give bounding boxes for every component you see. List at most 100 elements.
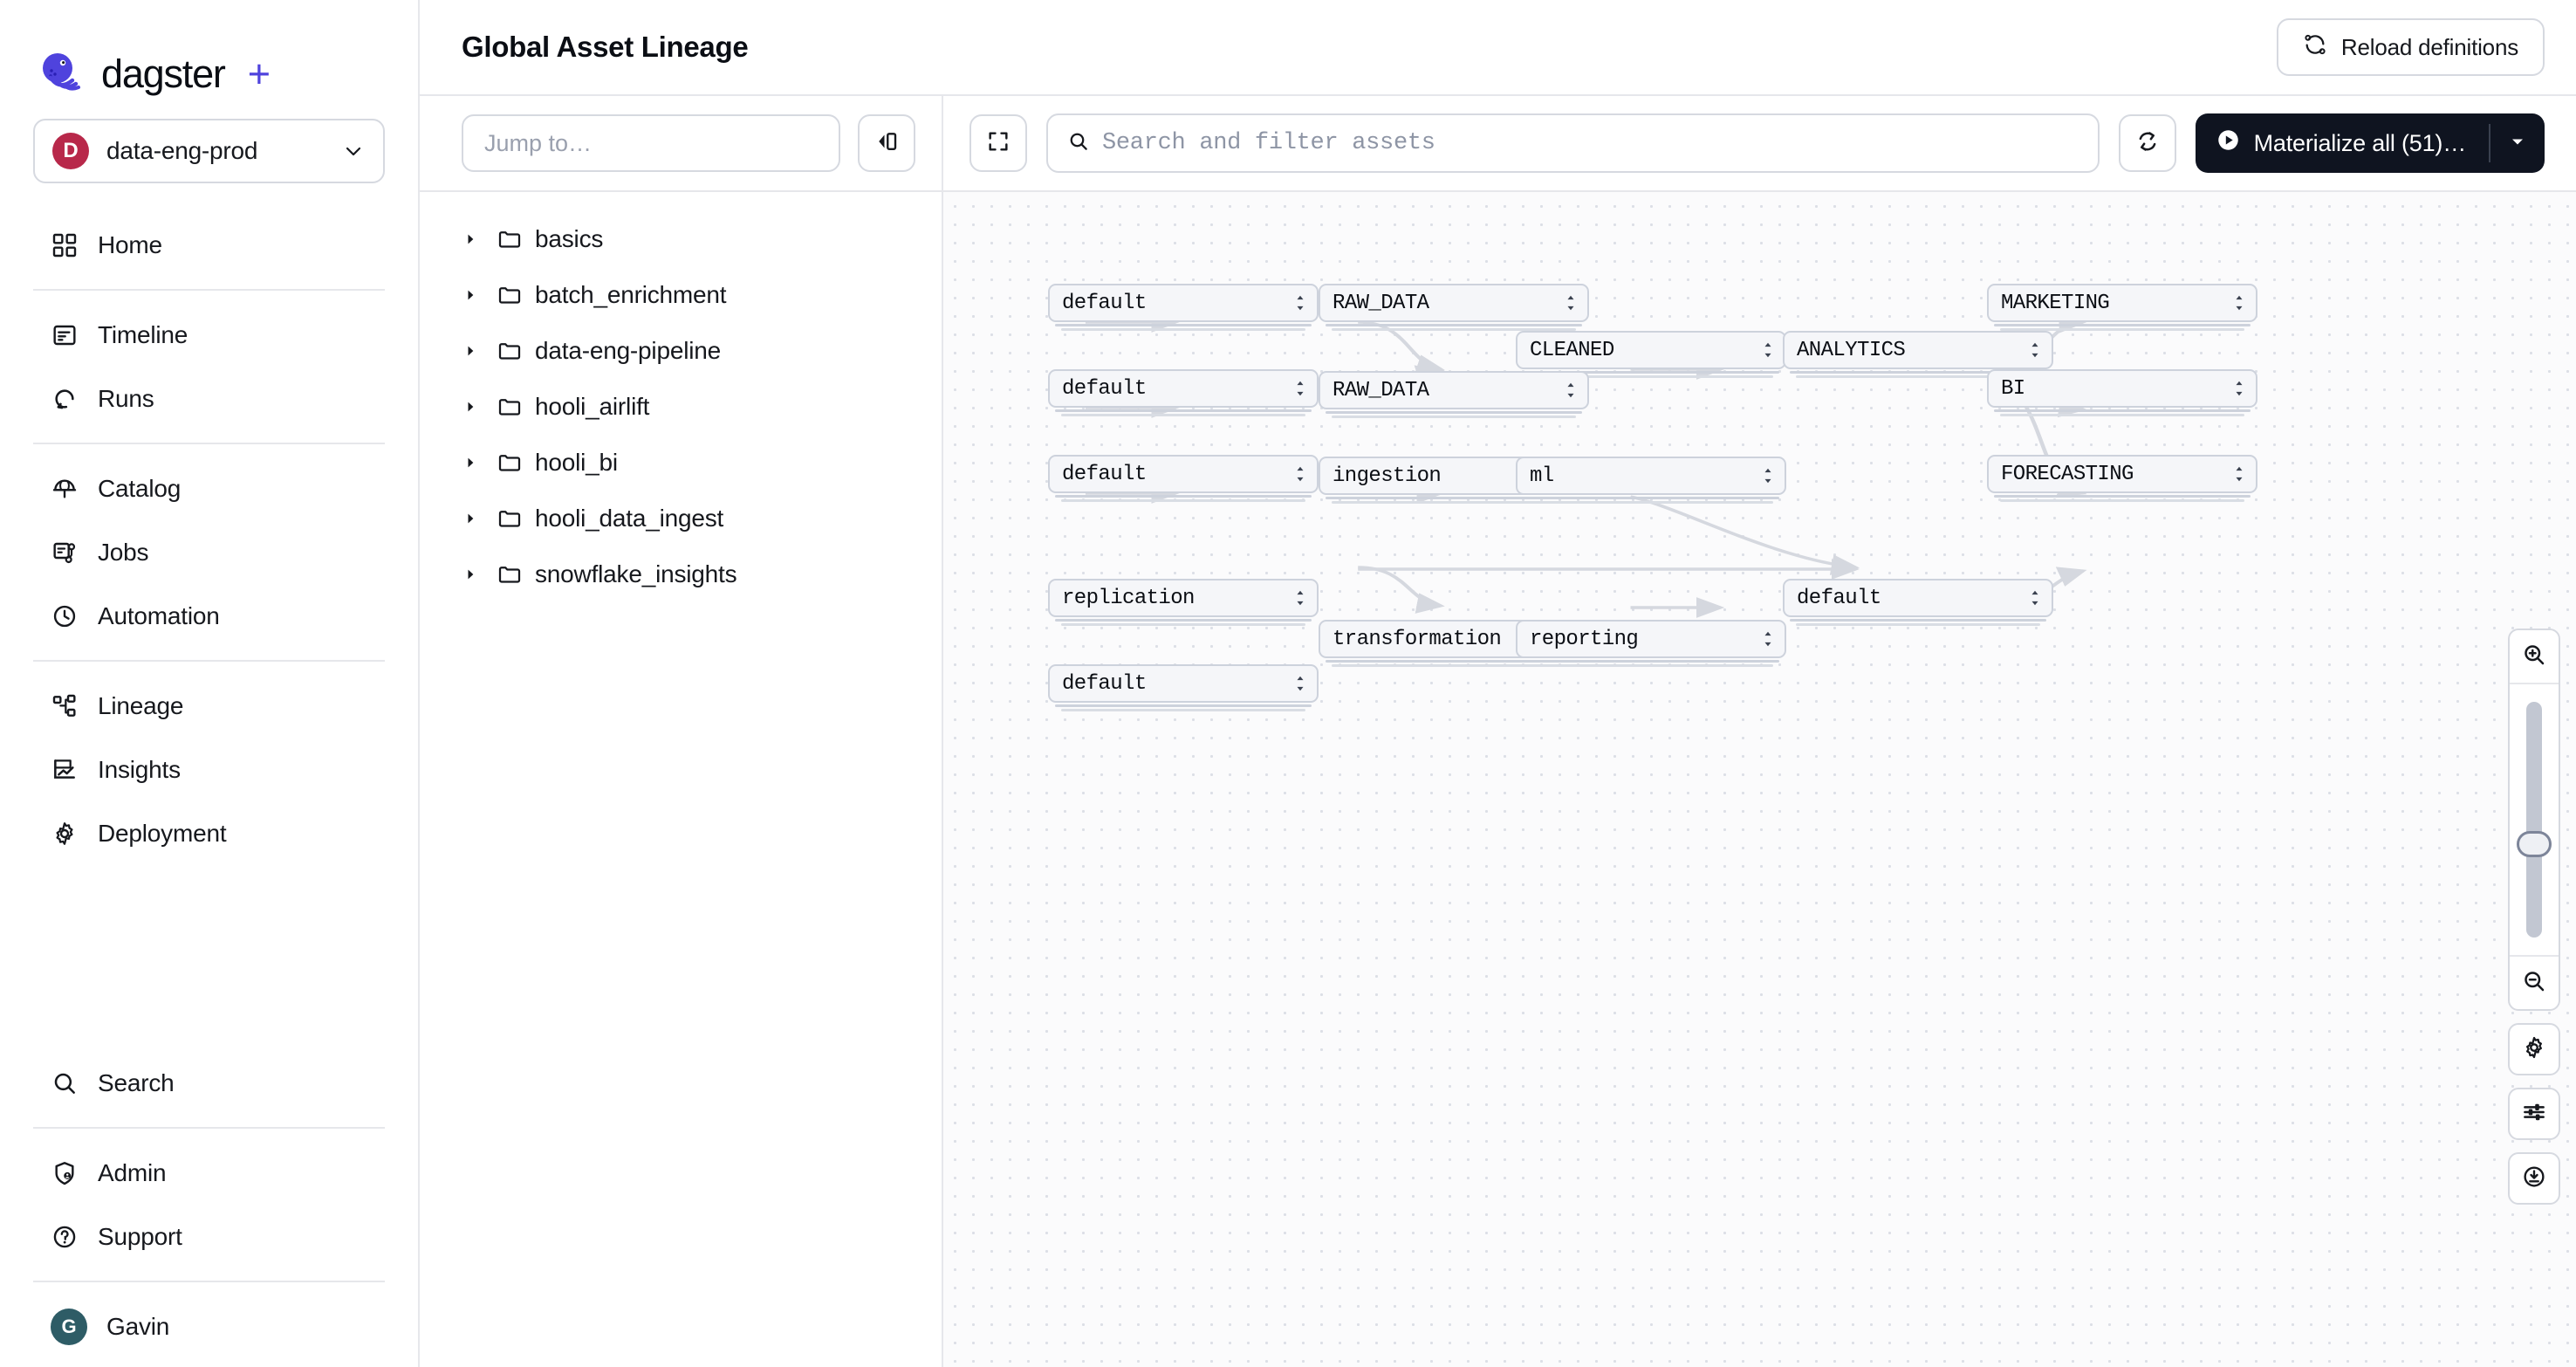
asset-node[interactable]: ml <box>1516 457 1786 495</box>
zoom-in-button[interactable] <box>2510 630 2559 683</box>
zoom-slider-handle[interactable] <box>2517 831 2552 857</box>
fullscreen-button[interactable] <box>969 114 1027 172</box>
asset-node[interactable]: reporting <box>1516 620 1786 658</box>
stepper-updown-icon[interactable] <box>1292 674 1308 693</box>
stepper-updown-icon[interactable] <box>1292 464 1308 484</box>
node-label: ANALYTICS <box>1797 338 1906 362</box>
nav-group-4: Lineage Insights Deployment <box>0 674 418 865</box>
tree-item-hooli-airlift[interactable]: hooli_airlift <box>420 379 942 435</box>
zoom-slider-group <box>2508 629 2560 1011</box>
sidebar-item-timeline[interactable]: Timeline <box>0 303 418 367</box>
collapse-panel-button[interactable] <box>858 114 915 172</box>
stepper-updown-icon[interactable] <box>1292 588 1308 608</box>
stepper-updown-icon[interactable] <box>2231 379 2247 398</box>
node-label: transformation <box>1333 627 1502 651</box>
zoom-out-button[interactable] <box>2510 957 2559 1009</box>
tree-item-snowflake-insights[interactable]: snowflake_insights <box>420 546 942 602</box>
chevron-right-icon[interactable] <box>462 342 497 360</box>
canvas-download-button[interactable] <box>2508 1152 2560 1205</box>
sidebar-item-runs[interactable]: Runs <box>0 367 418 430</box>
node-stack-line <box>1055 324 1312 326</box>
node-stack-line <box>1994 495 2251 498</box>
stepper-updown-icon[interactable] <box>1760 629 1776 649</box>
jump-to-input[interactable] <box>462 114 840 172</box>
sidebar-item-catalog[interactable]: Catalog <box>0 457 418 520</box>
asset-node[interactable]: FORECASTING <box>1987 455 2257 493</box>
lineage-toolbar: Materialize all (51)… <box>420 96 2576 192</box>
materialize-dropdown-button[interactable] <box>2490 113 2545 173</box>
sidebar-item-insights[interactable]: Insights <box>0 738 418 801</box>
asset-node[interactable]: default <box>1783 579 2053 617</box>
chevron-right-icon[interactable] <box>462 566 497 583</box>
search-input[interactable] <box>1102 130 2079 156</box>
sidebar-item-admin[interactable]: Admin <box>0 1141 418 1205</box>
sidebar-item-label: Deployment <box>98 819 227 847</box>
node-stack-line <box>1061 709 1305 711</box>
node-stack-line <box>1061 623 1305 626</box>
stepper-updown-icon[interactable] <box>1563 381 1579 400</box>
brand-logo[interactable]: dagster + <box>0 0 418 112</box>
chevron-right-icon[interactable] <box>462 398 497 416</box>
sidebar-item-label: Home <box>98 230 162 258</box>
chevron-right-icon[interactable] <box>462 230 497 248</box>
sidebar-item-home[interactable]: Home <box>0 213 418 277</box>
stepper-updown-icon[interactable] <box>1760 466 1776 485</box>
gear-icon <box>51 820 79 848</box>
stepper-updown-icon[interactable] <box>2231 464 2247 484</box>
tree-item-label: hooli_bi <box>535 449 618 476</box>
materialize-main[interactable]: Materialize all (51)… <box>2196 113 2489 173</box>
tree-item-hooli-bi[interactable]: hooli_bi <box>420 435 942 491</box>
lineage-canvas[interactable]: default RAW_DATA default R <box>943 192 2576 1367</box>
asset-node[interactable]: default <box>1048 284 1319 322</box>
sliders-icon <box>2521 1099 2547 1130</box>
deployment-selector[interactable]: D data-eng-prod <box>33 119 385 183</box>
chevron-right-icon[interactable] <box>462 286 497 304</box>
reload-definitions-button[interactable]: Reload definitions <box>2276 18 2545 76</box>
sidebar-item-label: Insights <box>98 755 181 783</box>
stepper-updown-icon[interactable] <box>1760 340 1776 360</box>
chevron-right-icon[interactable] <box>462 510 497 527</box>
sidebar-item-deployment[interactable]: Deployment <box>0 801 418 865</box>
stepper-updown-icon[interactable] <box>2027 340 2043 360</box>
node-stack-line <box>1332 664 1576 667</box>
node-stack-line <box>1523 660 1779 663</box>
stepper-updown-icon[interactable] <box>2027 588 2043 608</box>
tree-item-basics[interactable]: basics <box>420 211 942 267</box>
asset-node[interactable]: CLEANED <box>1516 331 1786 369</box>
asset-node[interactable]: MARKETING <box>1987 284 2257 322</box>
asset-node[interactable]: RAW_DATA <box>1319 371 1589 409</box>
stepper-updown-icon[interactable] <box>2231 293 2247 313</box>
node-label: replication <box>1062 586 1195 610</box>
chevron-right-icon[interactable] <box>462 454 497 471</box>
stepper-updown-icon[interactable] <box>1292 293 1308 313</box>
asset-node[interactable]: replication <box>1048 579 1319 617</box>
refresh-button[interactable] <box>2118 114 2176 172</box>
asset-node[interactable]: BI <box>1987 369 2257 408</box>
asset-node[interactable]: default <box>1048 664 1319 703</box>
stepper-updown-icon[interactable] <box>1292 379 1308 398</box>
canvas-settings-button[interactable] <box>2508 1023 2560 1075</box>
sidebar-item-lineage[interactable]: Lineage <box>0 674 418 738</box>
sidebar-item-label: Admin <box>98 1158 167 1186</box>
node-label: ml <box>1530 464 1554 488</box>
asset-node[interactable]: default <box>1048 455 1319 493</box>
stepper-updown-icon[interactable] <box>1563 293 1579 313</box>
sidebar-item-label: Timeline <box>98 320 188 348</box>
sidebar-item-automation[interactable]: Automation <box>0 584 418 648</box>
asset-node[interactable]: default <box>1048 369 1319 408</box>
tree-item-batch-enrichment[interactable]: batch_enrichment <box>420 267 942 323</box>
asset-node[interactable]: ANALYTICS <box>1783 331 2053 369</box>
asset-search-box[interactable] <box>1046 113 2100 173</box>
sidebar-item-jobs[interactable]: Jobs <box>0 520 418 584</box>
tree-item-label: hooli_airlift <box>535 393 650 420</box>
catalog-icon <box>51 475 79 503</box>
sidebar-item-search[interactable]: Search <box>0 1051 418 1115</box>
sidebar-item-user[interactable]: G Gavin <box>0 1295 418 1358</box>
sidebar-item-support[interactable]: Support <box>0 1205 418 1268</box>
asset-node[interactable]: RAW_DATA <box>1319 284 1589 322</box>
canvas-filters-button[interactable] <box>2508 1088 2560 1140</box>
zoom-slider[interactable] <box>2510 684 2559 955</box>
materialize-all-button[interactable]: Materialize all (51)… <box>2195 113 2545 173</box>
tree-item-data-eng-pipeline[interactable]: data-eng-pipeline <box>420 323 942 379</box>
tree-item-hooli-data-ingest[interactable]: hooli_data_ingest <box>420 491 942 546</box>
